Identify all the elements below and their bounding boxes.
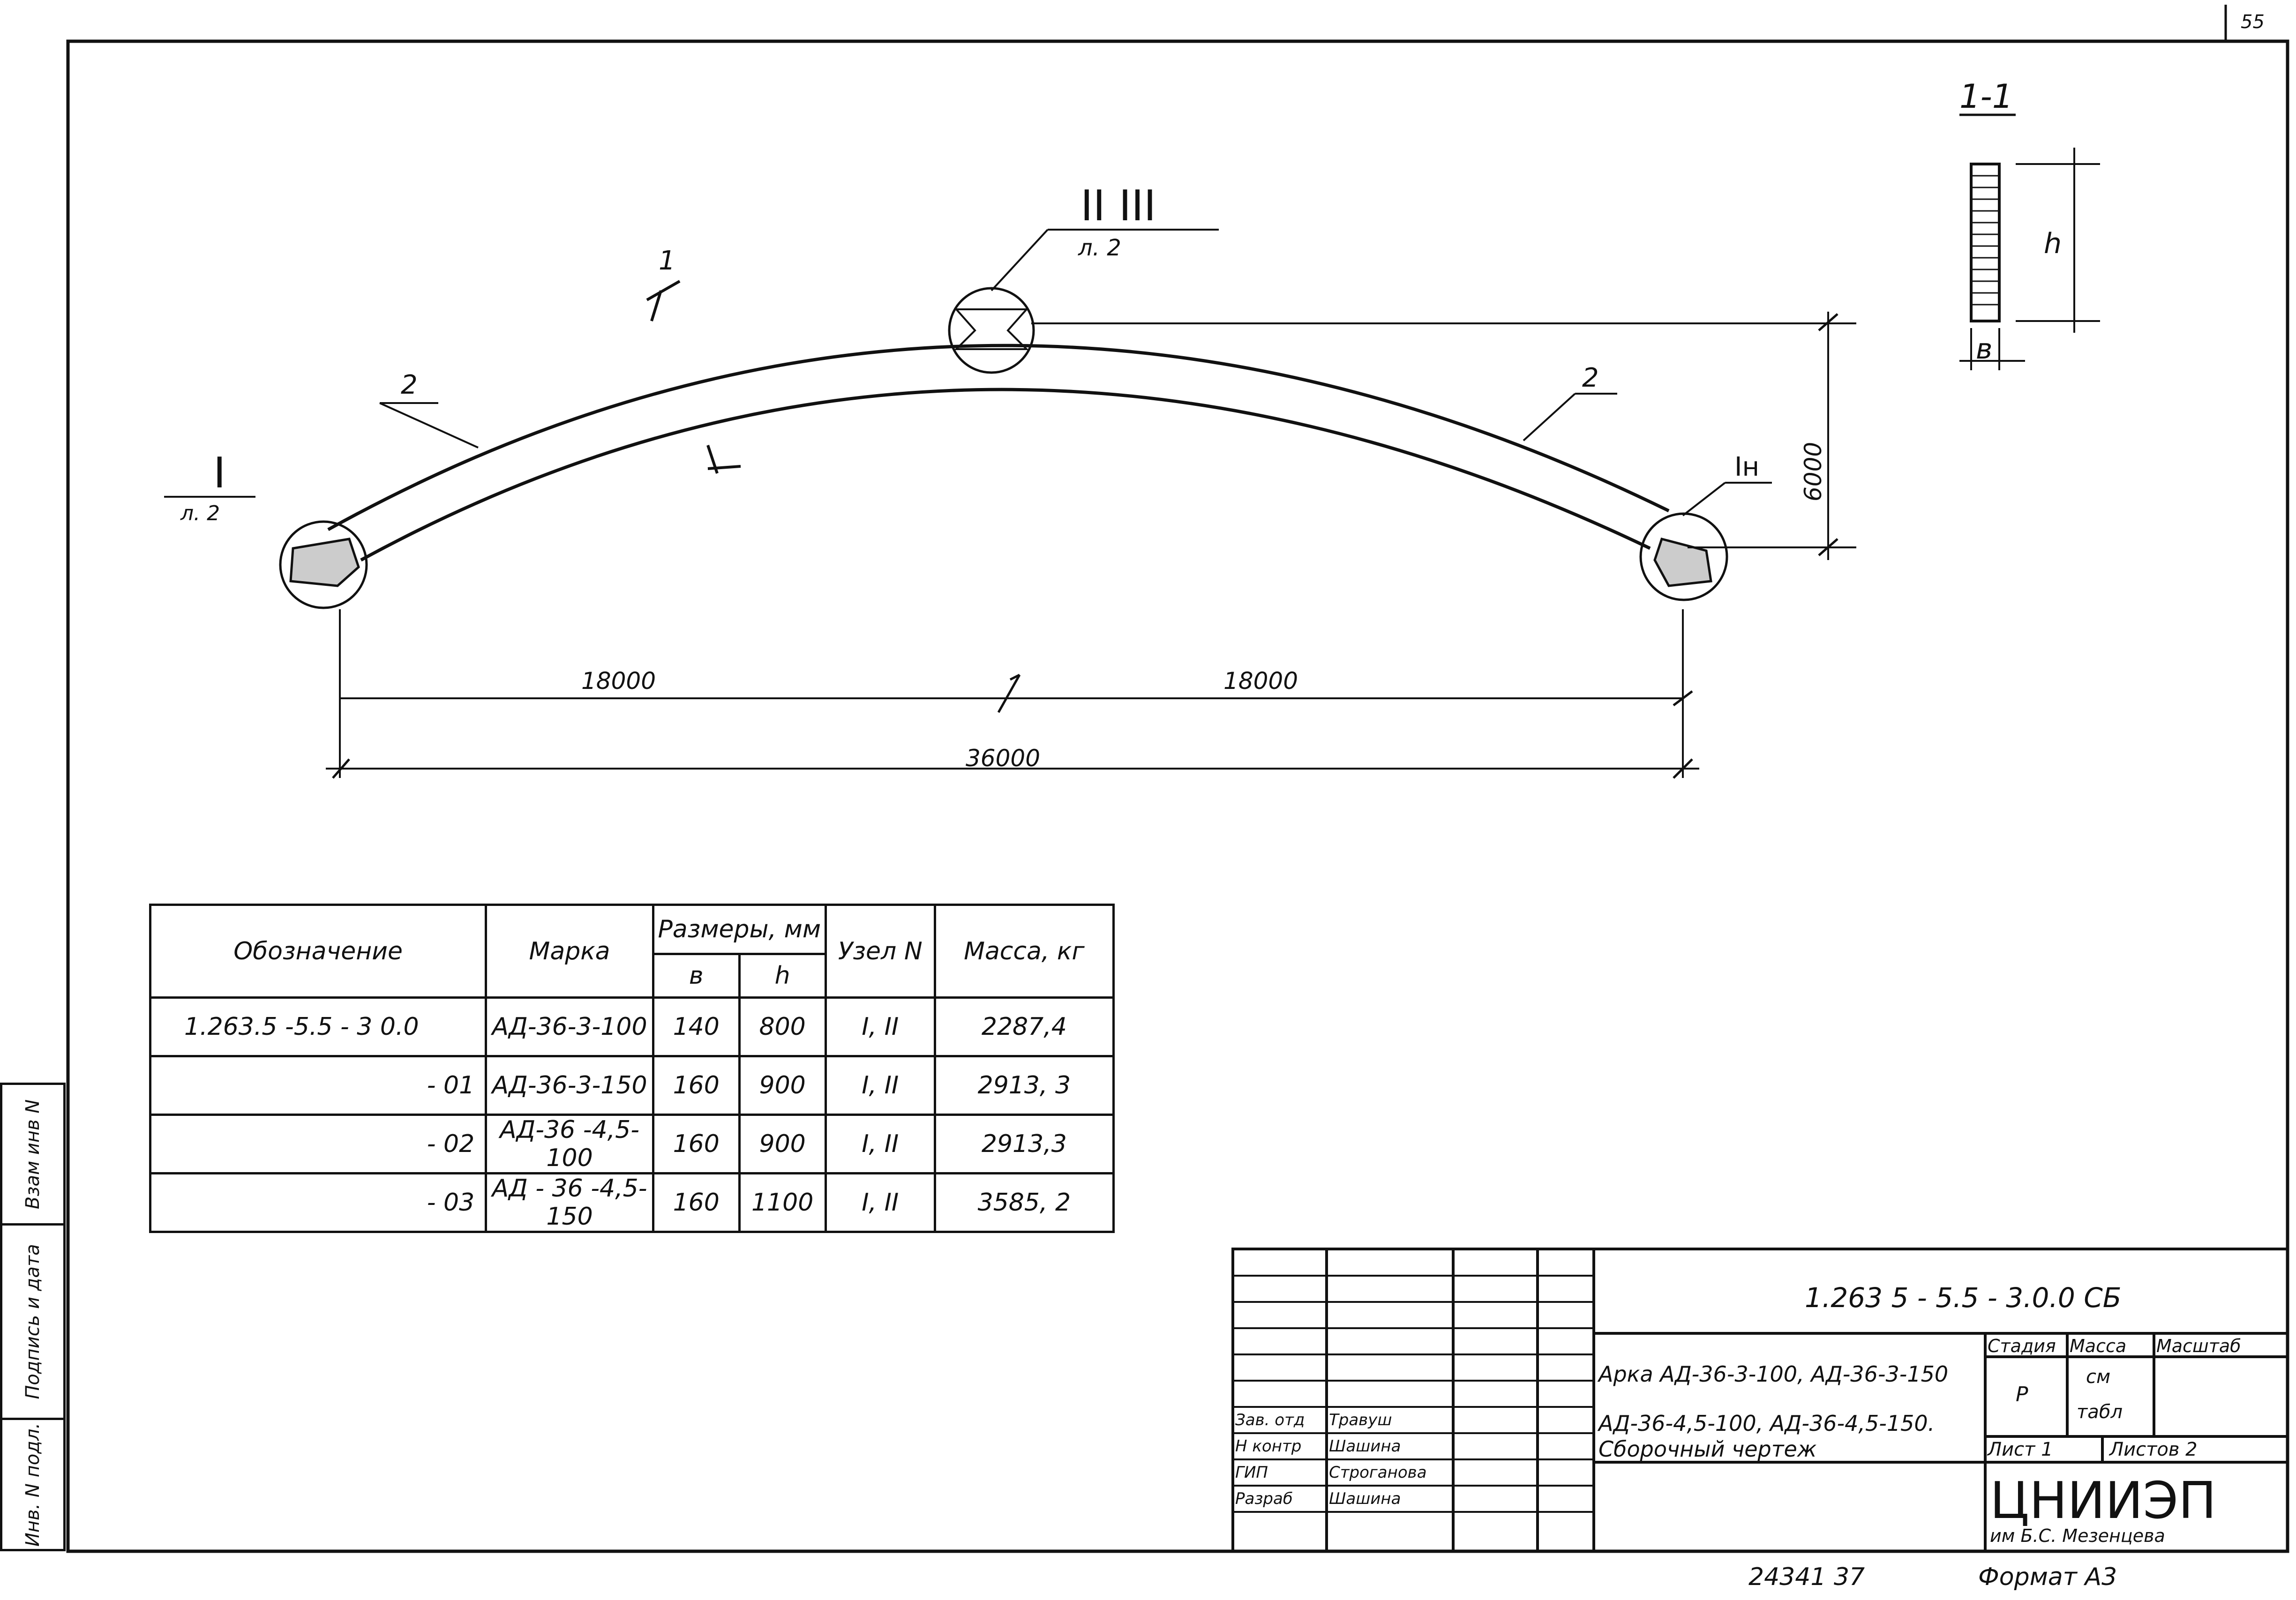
cell-mark: АД-36 -4,5-100 — [485, 1114, 654, 1174]
cell-mass: 2913, 3 — [933, 1055, 1115, 1116]
node-ref-center: II III — [1080, 181, 1156, 231]
cell-designation: - 03 — [149, 1172, 488, 1233]
cell-b: 160 — [652, 1114, 741, 1174]
table-row: - 01 АД-36-3-150 160 900 I, II 2913, 3 — [149, 1055, 1115, 1116]
cell-designation: - 02 — [149, 1114, 488, 1174]
name-3: Шашина — [1329, 1489, 1401, 1508]
mass-value-1: см — [2086, 1366, 2111, 1388]
side-stamp-inv-repl: Взам инв N — [0, 1083, 66, 1226]
role-2: ГИП — [1235, 1463, 1268, 1482]
header-node: Узел N — [824, 904, 936, 999]
part-number-left: 2 — [401, 370, 418, 400]
cell-mass: 2913,3 — [933, 1114, 1115, 1174]
cell-h: 1100 — [738, 1172, 827, 1233]
cell-b: 160 — [652, 1172, 741, 1233]
cell-node: I, II — [824, 1055, 936, 1116]
cell-mass: 3585, 2 — [933, 1172, 1115, 1233]
doc-name-line1: Арка АД-36-3-100, АД-36-3-150 — [1598, 1361, 1949, 1387]
arch-outer-edge — [327, 344, 1670, 531]
cell-h: 900 — [738, 1055, 827, 1116]
name-0: Травуш — [1329, 1411, 1392, 1429]
section-h-label: h — [2044, 227, 2062, 260]
cell-node: I, II — [824, 996, 936, 1057]
stage-label: Стадия — [1988, 1336, 2056, 1356]
header-dim-b: в — [652, 953, 741, 999]
header-designation: Обозначение — [149, 904, 488, 999]
doc-code: 1.263 5 - 5.5 - 3.0.0 СБ — [1805, 1282, 2122, 1314]
header-dim-h: h — [738, 953, 827, 999]
cell-node: I, II — [824, 1114, 936, 1174]
role-1: Н контр — [1235, 1437, 1302, 1456]
node-ref-center-sheet: л. 2 — [1078, 235, 1121, 261]
doc-name-line2: АД-36-4,5-100, АД-36-4,5-150. — [1598, 1411, 1935, 1436]
cut-mark-1: 1 — [659, 246, 675, 276]
cell-node: I, II — [824, 1172, 936, 1233]
cell-b: 160 — [652, 1055, 741, 1116]
dim-rise: 6000 — [1800, 442, 1827, 501]
cell-designation: - 01 — [149, 1055, 488, 1116]
format-label: Формат А3 — [1978, 1563, 2117, 1591]
org-sub: им Б.С. Мезенцева — [1990, 1525, 2165, 1546]
header-mark: Марка — [485, 904, 654, 999]
side-sign-date: Подпись и дата — [22, 1244, 44, 1399]
role-0: Зав. отд — [1235, 1411, 1305, 1429]
archive-number: 24341 37 — [1748, 1563, 1865, 1591]
node-circle-center — [948, 287, 1035, 374]
cell-mark: АД - 36 -4,5-150 — [485, 1172, 654, 1233]
org-logo: ЦНИИЭП — [1990, 1472, 2217, 1530]
mass-label: Масса — [2070, 1336, 2127, 1356]
sheets-label: Листов 2 — [2109, 1439, 2198, 1460]
cell-mark: АД-36-3-150 — [485, 1055, 654, 1116]
support-plate-left — [289, 538, 360, 587]
role-3: Разраб — [1235, 1489, 1293, 1508]
sheet-label: Лист 1 — [1988, 1439, 2053, 1460]
section-1-1-profile — [1970, 163, 2001, 322]
scale-label: Масштаб — [2156, 1336, 2241, 1356]
side-stamp-inv-orig: Инв. N подл. — [0, 1418, 66, 1551]
node-ref-right: Iн — [1734, 452, 1759, 482]
support-plate-right — [1653, 537, 1712, 587]
side-inv-repl: Взам инв N — [22, 1099, 44, 1209]
dim-total: 36000 — [966, 745, 1040, 772]
name-2: Строганова — [1329, 1463, 1427, 1482]
specification-table: Обозначение Марка Размеры, мм Узел N Мас… — [149, 904, 1115, 1233]
doc-name-line3: Сборочный чертеж — [1598, 1436, 1817, 1462]
side-stamp-sign-date: Подпись и дата — [0, 1223, 66, 1420]
part-number-right: 2 — [1582, 363, 1599, 393]
table-row: - 03 АД - 36 -4,5-150 160 1100 I, II 358… — [149, 1172, 1115, 1233]
section-b-label: в — [1976, 333, 1992, 366]
header-mass: Масса, кг — [933, 904, 1115, 999]
stage-value: Р — [2016, 1383, 2028, 1406]
dim-half-left: 18000 — [581, 667, 656, 695]
corner-mark: 55 — [2241, 11, 2265, 33]
header-dimensions: Размеры, мм — [652, 904, 827, 955]
dim-half-right: 18000 — [1223, 667, 1298, 695]
table-row: - 02 АД-36 -4,5-100 160 900 I, II 2913,3 — [149, 1114, 1115, 1174]
cell-b: 140 — [652, 996, 741, 1057]
cell-mass: 2287,4 — [933, 996, 1115, 1057]
table-row: 1.263.5 -5.5 - 3 0.0 АД-36-3-100 140 800… — [149, 996, 1115, 1057]
cell-h: 900 — [738, 1114, 827, 1174]
node-ref-left-sheet: л. 2 — [180, 501, 220, 525]
drawing-frame — [66, 39, 2289, 1553]
cell-designation: 1.263.5 -5.5 - 3 0.0 — [149, 996, 488, 1057]
node-ref-left: I — [213, 449, 226, 498]
name-1: Шашина — [1329, 1437, 1401, 1456]
cell-h: 800 — [738, 996, 827, 1057]
cell-mark: АД-36-3-100 — [485, 996, 654, 1057]
side-inv-orig: Инв. N подл. — [22, 1422, 44, 1547]
mass-value-2: табл — [2077, 1401, 2123, 1423]
title-block — [1231, 1248, 2289, 1553]
node-circle-left — [279, 520, 368, 609]
arch-inner-edge — [360, 388, 1651, 562]
section-label: 1-1 — [1959, 77, 2013, 116]
